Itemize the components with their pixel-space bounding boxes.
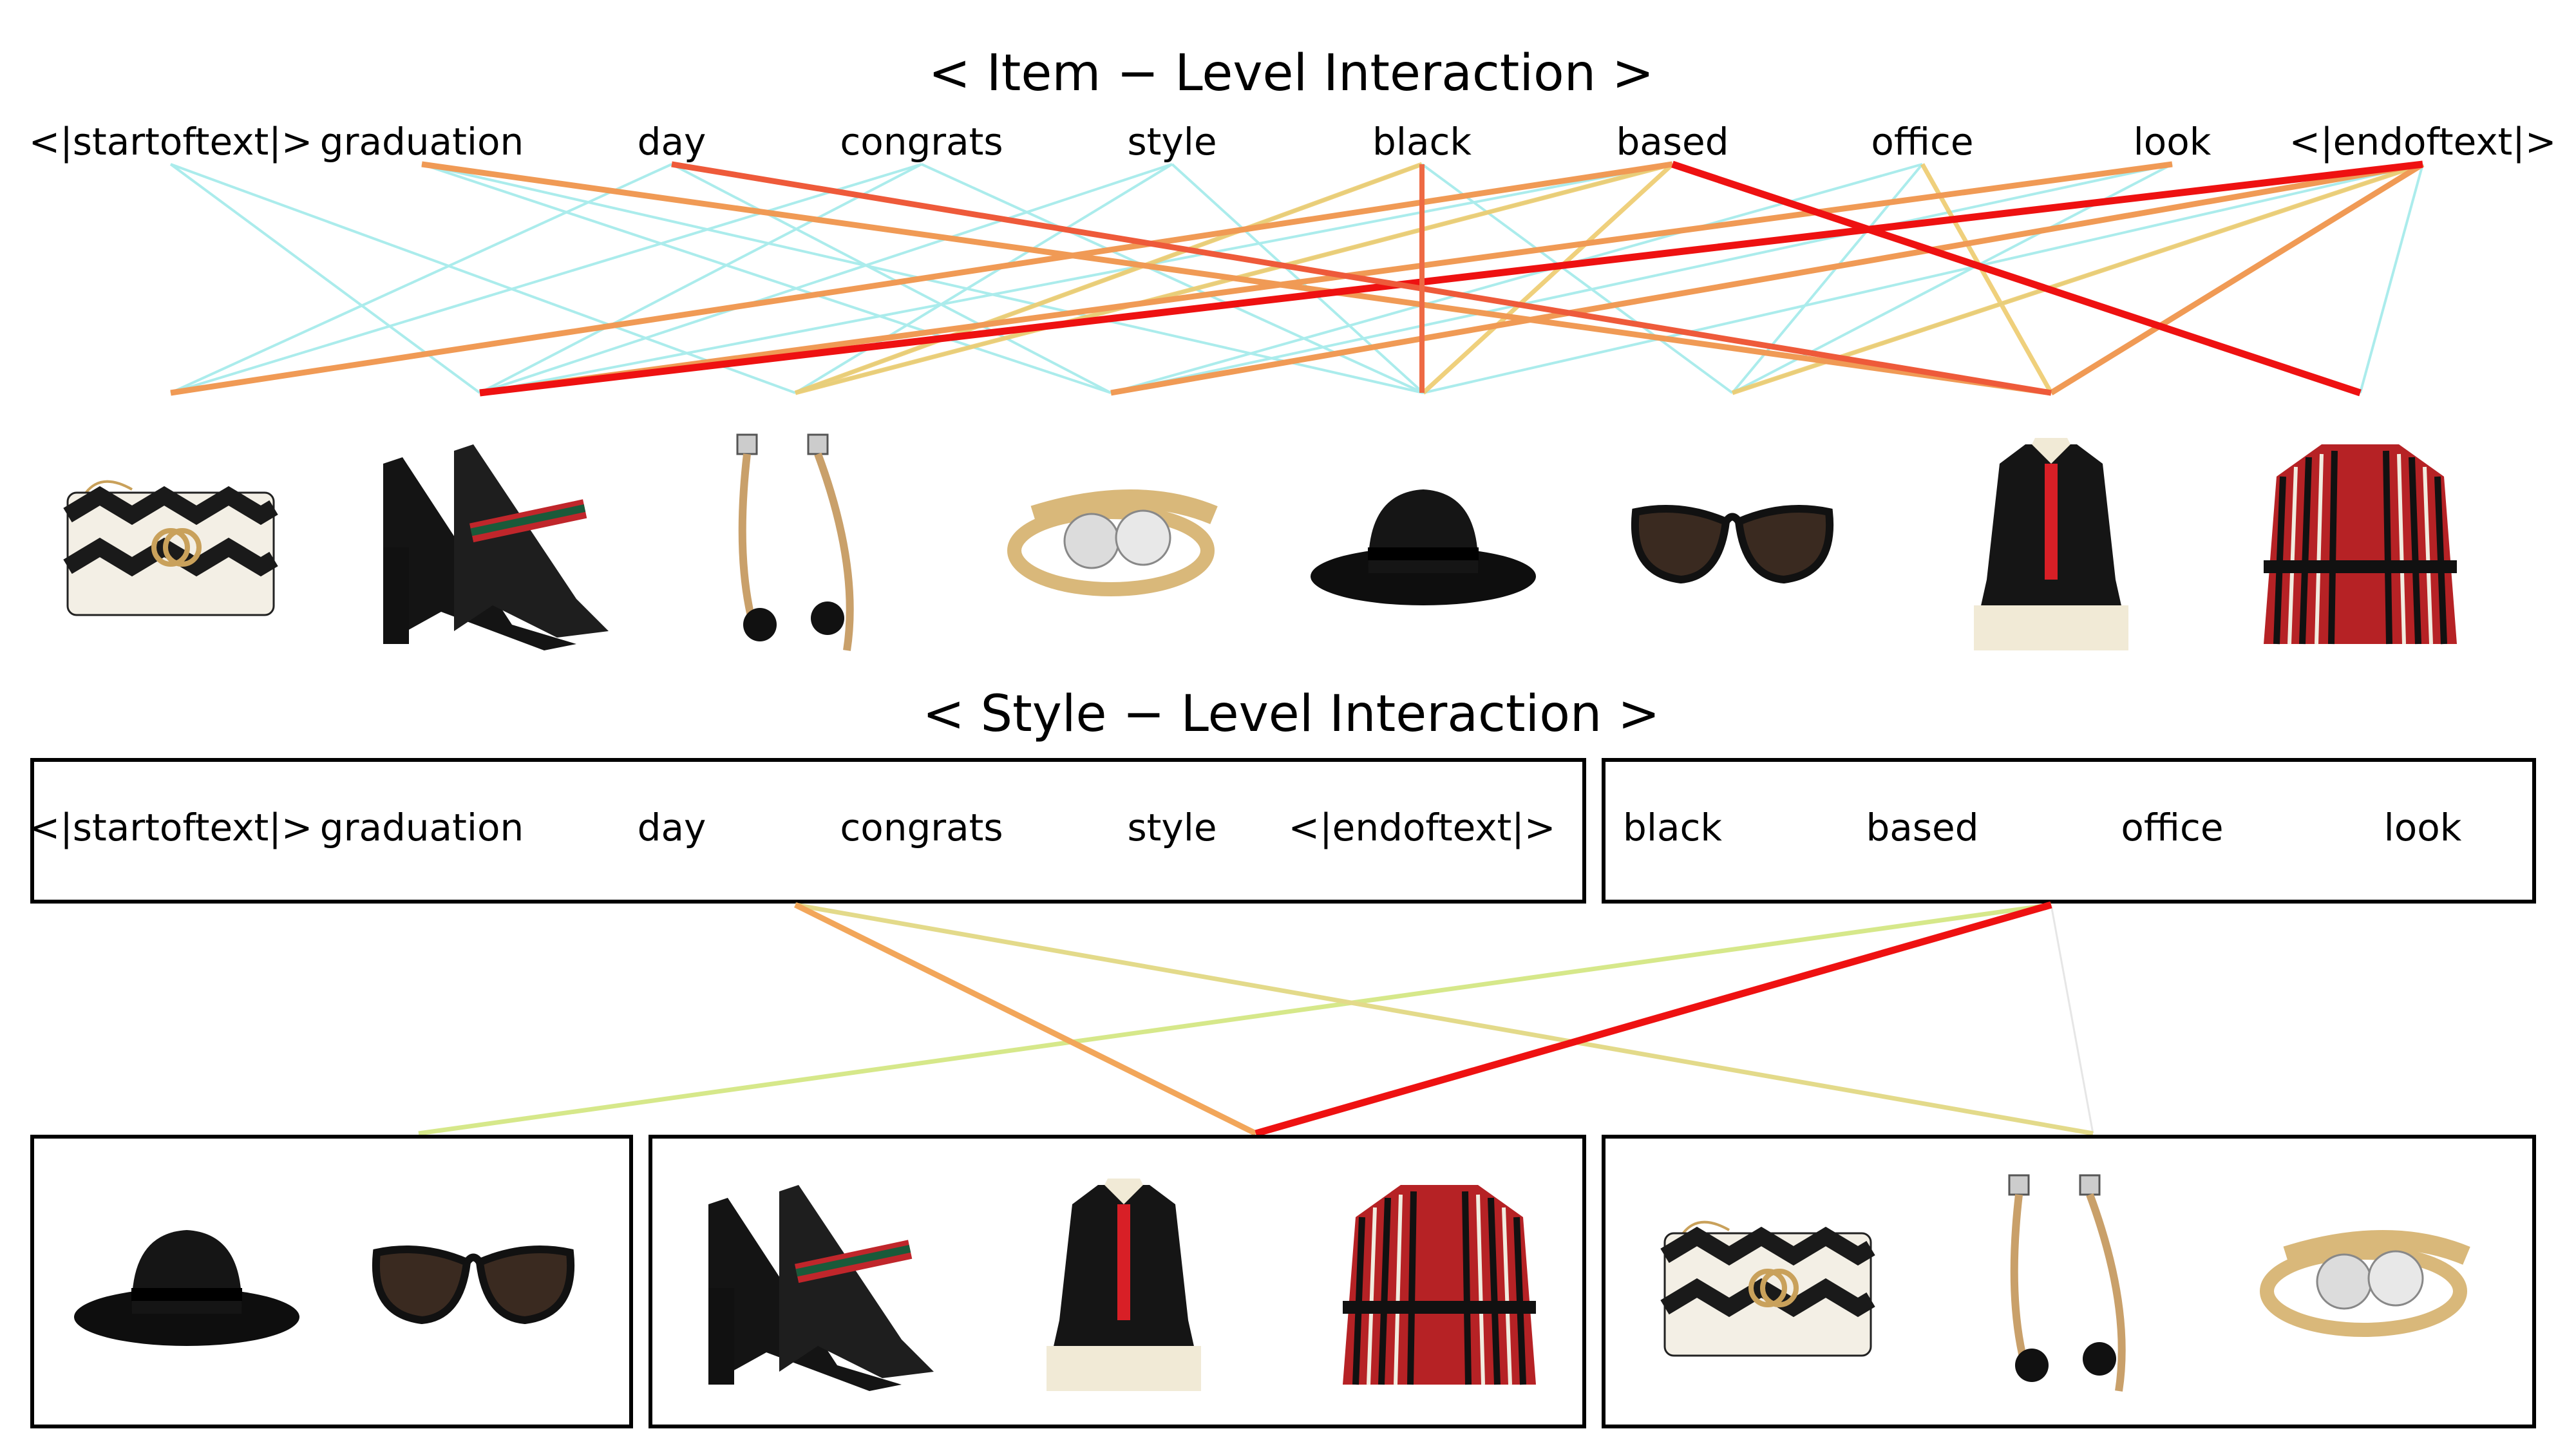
style-token: style (1127, 806, 1217, 849)
ring-image (2260, 1230, 2470, 1337)
style-item-group-1 (30, 1135, 633, 1428)
item-token: office (1871, 120, 1973, 164)
style-text-group-1 (30, 758, 1586, 904)
dress-image (1974, 438, 2128, 650)
item-attention-lines-high (479, 160, 2423, 397)
style-token: <|startoftext|> (29, 806, 313, 849)
item-token: look (2134, 120, 2211, 164)
style-token: based (1866, 806, 1978, 849)
style-level-title: < Style − Level Interaction > (922, 685, 1660, 743)
style-token: <|endoftext|> (1289, 806, 1556, 849)
style-level-tokens-group-1: <|startoftext|> graduation day congrats … (29, 806, 1556, 849)
item-token: style (1127, 120, 1217, 164)
pumps-image (708, 1185, 934, 1391)
sunglasses-image (372, 1245, 575, 1325)
item-token: congrats (840, 120, 1003, 164)
earrings-image (2008, 1174, 2126, 1392)
item-level-tokens: <|startoftext|> graduation day congrats … (29, 120, 2557, 164)
ring-image (1007, 489, 1218, 596)
style-level-tokens-group-2: black based office look (1623, 806, 2462, 849)
style-token: look (2384, 806, 2462, 849)
style-item-group-3 (1602, 1135, 2536, 1428)
item-level-title: < Item − Level Interaction > (929, 44, 1654, 102)
style-token: office (2121, 806, 2223, 849)
item-token: day (638, 120, 706, 164)
item-attention-lines-high-mid (170, 161, 2425, 396)
item-token: based (1616, 120, 1728, 164)
jacket-image (1343, 1185, 1536, 1385)
style-attention-lines (418, 901, 2094, 1137)
earrings-image (736, 433, 854, 651)
hat-image (1311, 489, 1536, 605)
item-token: graduation (320, 120, 524, 164)
pumps-image (383, 444, 609, 650)
style-token: day (638, 806, 706, 849)
handbag-image (63, 480, 278, 616)
item-token: <|endoftext|> (2289, 120, 2557, 164)
hat-image (74, 1230, 299, 1346)
item-token: <|startoftext|> (29, 120, 313, 164)
style-item-group-2 (649, 1135, 1586, 1428)
handbag-image (1660, 1220, 1875, 1357)
style-text-group-2 (1602, 758, 2536, 904)
item-attention-lines-mid (794, 162, 2424, 395)
jacket-image (2264, 444, 2457, 645)
dress-image (1046, 1179, 1201, 1391)
style-token: congrats (840, 806, 1003, 849)
style-token: black (1623, 806, 1722, 849)
sunglasses-image (1631, 505, 1834, 584)
style-token: graduation (320, 806, 524, 849)
item-token: black (1372, 120, 1472, 164)
